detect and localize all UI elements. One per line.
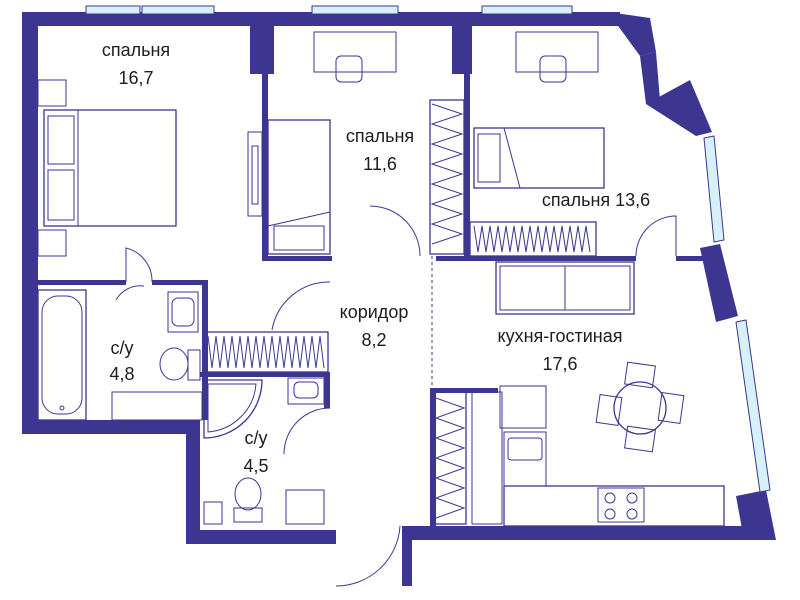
chair-icon [539, 55, 567, 83]
corridor-wardrobe [205, 331, 329, 373]
bed-icon [473, 127, 605, 189]
window-icon [735, 319, 771, 493]
bathroom-2-furniture [203, 377, 325, 525]
wardrobe-icon [247, 131, 263, 217]
room-area-corridor: 8,2 [361, 330, 386, 350]
doors [115, 205, 677, 587]
desk-icon [515, 31, 599, 73]
wardrobe-icon [433, 391, 467, 525]
room-name-bathroom-2: с/у [244, 428, 267, 448]
bathroom-1-furniture [37, 289, 203, 421]
room-name-bedroom-3: спальня 13,6 [542, 190, 650, 210]
door-icon [283, 407, 331, 455]
room-name-bedroom-1: спальня [102, 40, 170, 60]
door-icon [271, 281, 331, 331]
window-icon [311, 5, 399, 15]
wardrobe-icon [205, 331, 329, 373]
door-icon [635, 215, 677, 257]
room-area-bathroom-1: 4,8 [109, 364, 134, 384]
door-icon [335, 525, 401, 587]
room-area-kitchen-living: 17,6 [542, 354, 577, 374]
bedroom-2-furniture [267, 31, 465, 255]
room-labels: спальня 16,7 спальня 11,6 спальня 13,6 к… [102, 40, 650, 476]
windows [85, 5, 771, 493]
dining-table-icon [595, 361, 685, 453]
bathtub-icon [37, 289, 87, 421]
room-area-bedroom-1: 16,7 [118, 68, 153, 88]
chair-icon [335, 55, 363, 83]
stove-icon [597, 487, 645, 523]
toilet-icon [233, 477, 263, 523]
window-icon [141, 5, 215, 15]
window-icon [703, 135, 725, 243]
shower-icon [203, 379, 263, 439]
bedroom-3-furniture [469, 31, 605, 257]
bed-icon [37, 79, 177, 257]
desk-icon [313, 31, 397, 73]
window-icon [481, 5, 573, 15]
room-name-corridor: коридор [340, 302, 409, 322]
room-area-bedroom-2: 11,6 [363, 154, 397, 174]
window-icon [85, 5, 141, 15]
toilet-icon [159, 347, 201, 381]
kitchen-living-furniture [433, 261, 725, 527]
door-icon [369, 205, 421, 257]
room-name-bedroom-2: спальня [346, 126, 414, 146]
walls [22, 12, 776, 586]
sink-icon [287, 377, 325, 405]
bedroom-1-furniture [37, 79, 263, 257]
room-area-bathroom-2: 4,5 [243, 456, 268, 476]
wardrobe-icon [469, 221, 597, 257]
door-icon [115, 285, 145, 301]
sink-icon [167, 291, 199, 333]
door-icon [125, 247, 153, 283]
bed-icon [267, 119, 331, 255]
room-name-kitchen-living: кухня-гостиная [498, 326, 623, 346]
room-name-bathroom-1: с/у [110, 338, 133, 358]
sink-icon [503, 431, 547, 487]
wardrobe-icon [429, 99, 465, 255]
sofa-icon [495, 261, 635, 315]
